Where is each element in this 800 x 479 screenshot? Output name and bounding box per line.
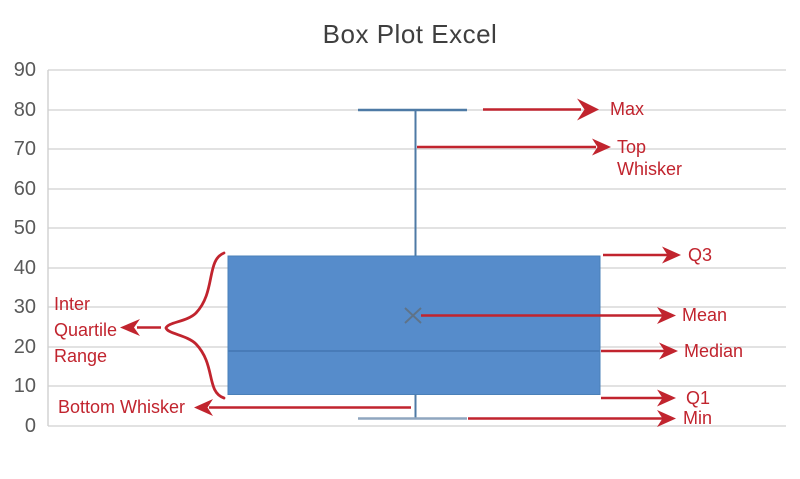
y-tick-10: 10 [13,375,36,397]
annotation-arrows [120,98,681,427]
top-whisker-label: Top Whisker [617,137,683,179]
mean-label: Mean [682,305,728,325]
y-tick-40: 40 [13,257,36,279]
max-label: Max [610,99,645,119]
y-tick-90: 90 [13,59,36,81]
iqr-box [227,255,601,395]
box-plot-series [227,108,601,420]
iqr-label: Inter Quartile Range [54,294,118,366]
mean-arrowhead-icon [657,307,676,324]
y-tick-30: 30 [13,296,36,318]
median-label: Median [684,341,744,361]
iqr-arrowhead-icon [120,319,140,336]
top-whisker-arrowhead-icon [592,138,611,156]
bottom-whisker-arrowhead-icon [194,399,213,416]
chart-title: Box Plot Excel [322,19,498,49]
y-tick-50: 50 [13,217,36,239]
y-tick-80: 80 [13,99,36,121]
min-label: Min [683,408,713,428]
bottom-whisker-label: Bottom Whisker [58,397,186,417]
min-arrowhead-icon [657,410,676,427]
q3-arrowhead-icon [662,246,681,264]
q3-label: Q3 [688,245,713,265]
y-tick-60: 60 [13,178,36,200]
median-arrowhead-icon [659,342,678,360]
mean-x-marker [404,307,422,324]
max-arrowhead-icon [577,98,599,121]
y-tick-20: 20 [13,336,36,358]
q1-arrowhead-icon [657,389,676,407]
q1-label: Q1 [686,388,711,408]
y-tick-0: 0 [24,415,36,437]
iqr-brace [164,251,226,400]
y-tick-70: 70 [13,138,36,160]
